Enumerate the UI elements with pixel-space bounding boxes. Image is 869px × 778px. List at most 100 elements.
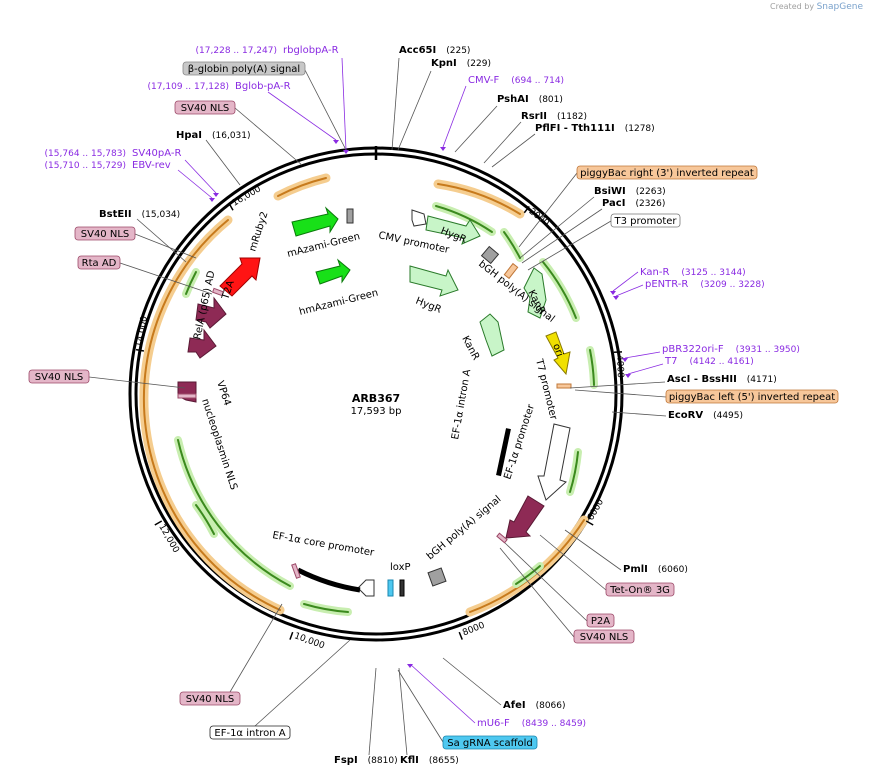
inner-feature-label[interactable]: VP64: [214, 380, 232, 408]
inner-feature-label[interactable]: mRuby2: [247, 210, 270, 253]
feature-label-box[interactable]: Rta AD: [77, 255, 121, 270]
restriction-site-name[interactable]: RsrII: [521, 111, 547, 122]
primer-marker: [625, 374, 631, 378]
primer-name[interactable]: pBR322ori-F: [662, 344, 724, 355]
restriction-site-name[interactable]: PmlI: [623, 564, 648, 575]
inner-feature-label[interactable]: loxP: [390, 562, 411, 573]
primer-leader-line: [184, 159, 217, 194]
arc-green-3-core: [542, 261, 577, 319]
primer-name[interactable]: pENTR-R: [645, 279, 688, 290]
feature-leader-line: [518, 172, 578, 248]
primer-leader-line: [442, 85, 467, 148]
arc-green-4-core: [589, 349, 595, 386]
feature-label-bg: [74, 226, 136, 241]
site-leader-line: [519, 196, 595, 259]
primer-name[interactable]: SV40pA-R: [132, 148, 181, 159]
primer-marker: [610, 291, 616, 295]
restriction-site-name[interactable]: PacI: [602, 198, 625, 209]
feature-label-text: Sa gRNA scaffold: [447, 738, 532, 749]
restriction-site-name[interactable]: PflFI - Tth111I: [535, 123, 615, 134]
sv40-nls-block-left: [177, 393, 197, 399]
feature-label-box[interactable]: EF-1α intron A: [209, 725, 291, 740]
restriction-site-name[interactable]: EcoRV: [668, 410, 703, 421]
restriction-site-name[interactable]: HpaI: [176, 130, 202, 141]
inner-feature-label[interactable]: hmAzami-Green: [298, 288, 379, 318]
primer-coord: (3125 .. 3144): [681, 268, 745, 278]
restriction-site-coord: (229): [467, 59, 491, 69]
restriction-site-name[interactable]: BsiWI: [594, 186, 626, 197]
feature-label-bg: [182, 61, 306, 76]
arc-green-1-core: [435, 205, 493, 233]
feature-label-bg: [573, 629, 635, 644]
feature-label-box[interactable]: SV40 NLS: [74, 226, 136, 241]
kanr-arrow-1: [523, 267, 547, 319]
arc-green-9-core: [195, 504, 215, 535]
feature-label-box[interactable]: SV40 NLS: [573, 629, 635, 644]
feature-leader-line: [397, 669, 444, 743]
restriction-site-coord: (8066): [536, 701, 566, 711]
primer-leader-line: [615, 284, 644, 297]
feature-label-box[interactable]: piggyBac right (3') inverted repeat: [576, 165, 758, 180]
restriction-site-name[interactable]: KpnI: [431, 58, 457, 69]
inner-feature-label[interactable]: HygR: [414, 296, 443, 316]
vp64-arrow: [177, 381, 197, 403]
inner-feature-label[interactable]: ori: [550, 342, 565, 358]
feature-leader-line: [304, 69, 346, 149]
scale-tick-mark: [523, 205, 530, 214]
feature-label-box[interactable]: β-globin poly(A) signal: [182, 61, 306, 76]
inner-feature-label[interactable]: EF-1α core promoter: [271, 530, 375, 559]
primer-name[interactable]: T7: [664, 356, 677, 367]
inner-feature-label[interactable]: nucleoplasmin NLS: [199, 398, 239, 492]
primer-marker: [343, 150, 349, 154]
feature-label-box[interactable]: SV40 NLS: [28, 369, 90, 384]
feature-label-box[interactable]: Sa gRNA scaffold: [442, 735, 538, 750]
feature-leader-line: [88, 376, 186, 389]
inner-feature-label[interactable]: KanR: [459, 334, 481, 362]
feature-leader-line: [499, 547, 575, 638]
feature-label-box[interactable]: T3 promoter: [610, 213, 681, 228]
hygr-arrow-2: [409, 265, 459, 297]
primer-leader-line: [627, 363, 664, 375]
restriction-site-name[interactable]: AfeI: [503, 700, 526, 711]
inner-feature-label[interactable]: EF-1α intron A: [450, 368, 473, 440]
primer-marker: [622, 358, 628, 362]
restriction-site-name[interactable]: PshAI: [497, 94, 529, 105]
feature-label-text: SV40 NLS: [81, 229, 130, 240]
site-leader-line: [569, 381, 666, 389]
plasmid-length: 17,593 bp: [351, 406, 402, 417]
inner-feature-label[interactable]: T7 promoter: [533, 357, 559, 422]
feature-label-text: SV40 NLS: [181, 103, 230, 114]
primer-name[interactable]: EBV-rev: [132, 160, 171, 171]
primer-name[interactable]: Bglob-pA-R: [235, 81, 291, 92]
feature-label-box[interactable]: SV40 NLS: [174, 100, 236, 115]
feature-label-bg: [442, 735, 538, 750]
primer-marker: [407, 664, 413, 668]
restriction-site-name[interactable]: FspI: [334, 755, 358, 766]
rela-arrow-1: [187, 328, 217, 359]
feature-label-text: piggyBac left (5') inverted repeat: [669, 392, 835, 403]
primer-name[interactable]: rbglobpA-R: [283, 45, 339, 56]
primer-name[interactable]: Kan-R: [640, 267, 669, 278]
restriction-site-coord: (2263): [636, 187, 666, 197]
restriction-site-name[interactable]: KflI: [400, 755, 419, 766]
restriction-site-name[interactable]: BstEII: [99, 209, 132, 220]
feature-label-box[interactable]: SV40 NLS: [179, 691, 241, 706]
primer-name[interactable]: CMV-F: [468, 75, 499, 86]
restriction-site-coord: (4171): [747, 375, 777, 385]
bgh-polya-block-1: [480, 245, 500, 265]
ef1a-core-promoter-bar: [296, 567, 361, 593]
feature-label-box[interactable]: P2A: [586, 613, 615, 628]
primer-marker: [213, 193, 219, 197]
scale-tick-mark: [154, 520, 163, 526]
primer-name[interactable]: mU6-F: [477, 718, 510, 729]
scale-tick-label: 4000: [614, 355, 625, 379]
credit-prefix: Created by: [770, 2, 815, 11]
ef1a-core-promoter-arrow: [357, 579, 375, 597]
feature-label-box[interactable]: piggyBac left (5') inverted repeat: [665, 389, 839, 404]
restriction-site-coord: (1278): [625, 124, 655, 134]
bgh-polya-block-2: [427, 567, 447, 587]
inner-feature-label[interactable]: bGH poly(A) signal: [425, 494, 504, 562]
restriction-site-name[interactable]: AscI - BssHII: [667, 374, 737, 385]
feature-label-box[interactable]: Tet-On® 3G: [605, 582, 675, 597]
restriction-site-name[interactable]: Acc65I: [399, 45, 436, 56]
